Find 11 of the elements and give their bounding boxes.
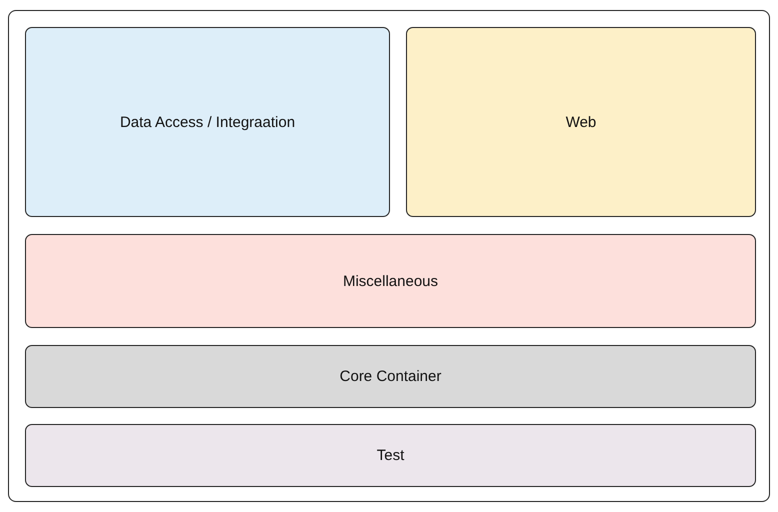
outer-frame	[8, 10, 770, 502]
module-box	[406, 27, 756, 217]
module-box	[25, 27, 390, 217]
module-label: Miscellaneous	[342, 272, 438, 290]
module-box	[25, 424, 756, 487]
module-box	[25, 234, 756, 328]
module-box	[25, 345, 756, 408]
module-label: Test	[376, 447, 404, 464]
module-label: Web	[566, 114, 596, 130]
module-label: Data Access / Integraation	[120, 114, 296, 130]
module-label: Core Container	[340, 368, 442, 385]
